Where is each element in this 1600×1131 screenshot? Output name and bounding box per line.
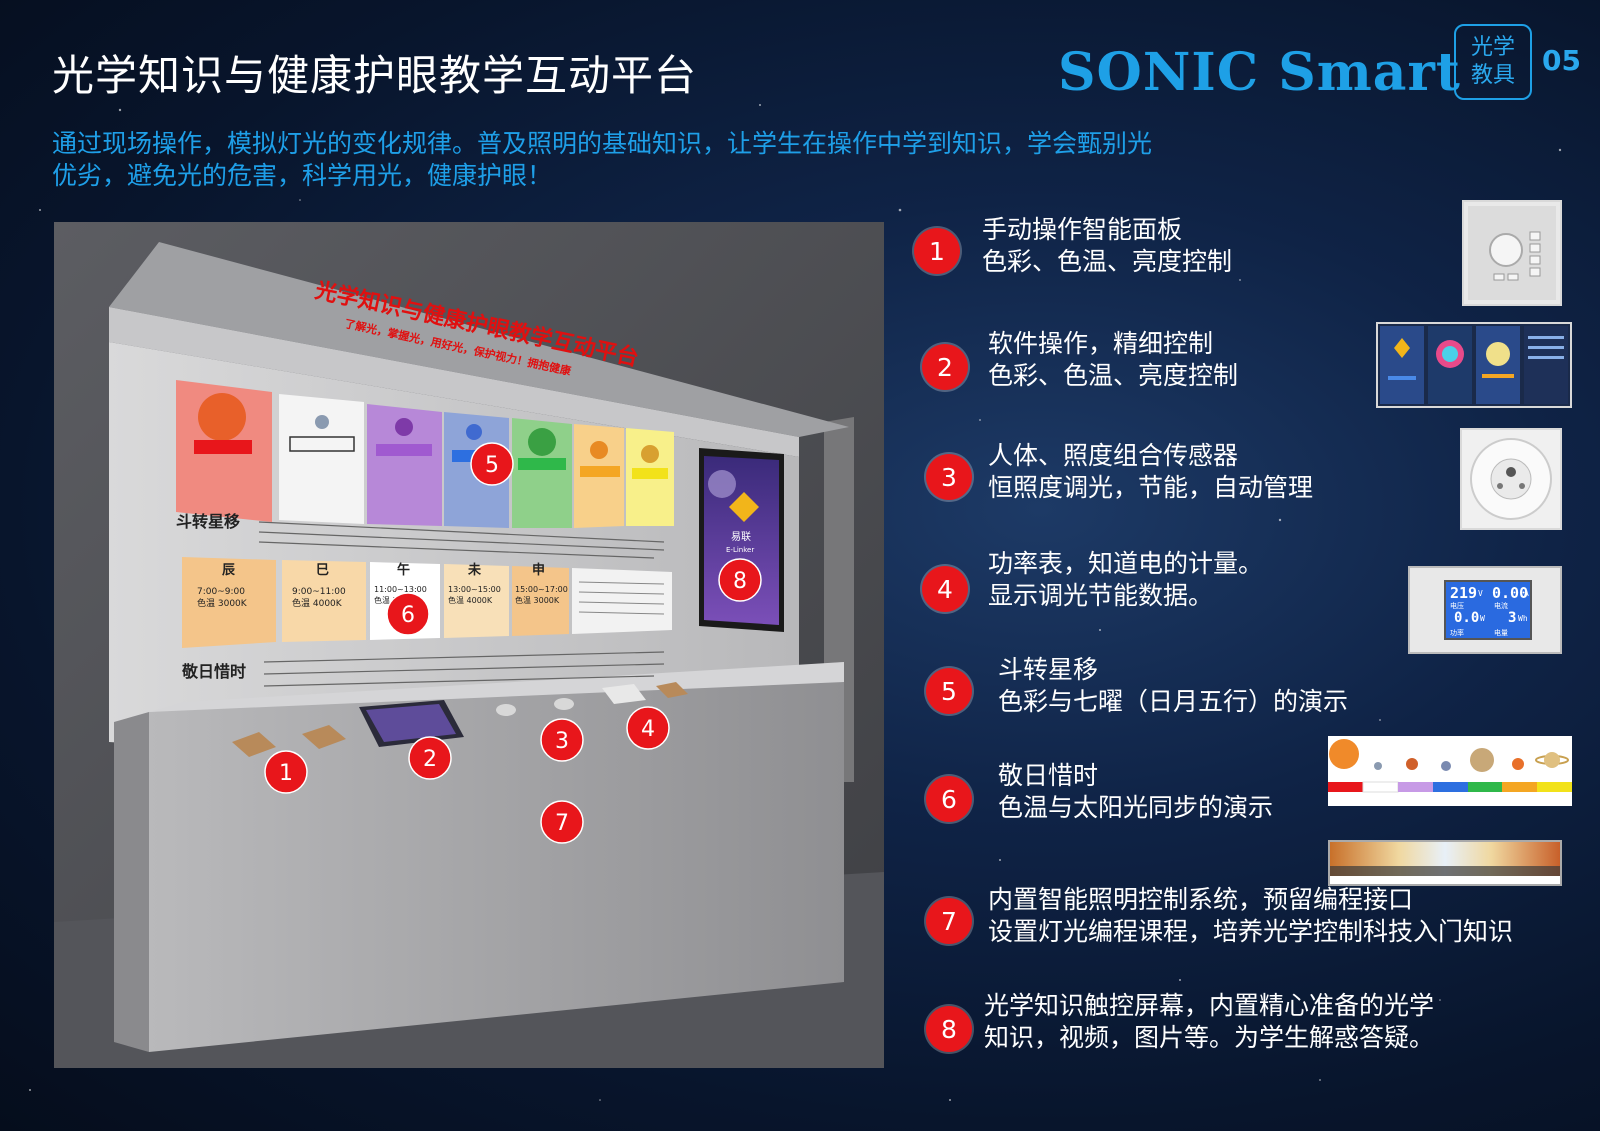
feature-8-line2: 知识，视频，图片等。为学生解惑答疑。 <box>984 1023 1435 1052</box>
time-card-time-4: 15:00~17:00 <box>515 585 568 594</box>
feature-5-line1: 斗转星移 <box>998 655 1099 684</box>
time-card-temp-4: 色温 3000K <box>515 595 560 605</box>
feature-6-text: 敬日惜时 色温与太阳光同步的演示 <box>998 760 1273 824</box>
time-card-temp-1: 色温 4000K <box>292 597 343 609</box>
feature-5-number: 5 <box>926 668 972 714</box>
screen-brand: 易联 <box>731 531 751 543</box>
feature-7-line2: 设置灯光编程课程，培养光学控制科技入门知识 <box>988 917 1514 946</box>
marker-4: 4 <box>641 717 655 742</box>
marker-5: 5 <box>485 453 499 478</box>
smart-panel-thumbnail <box>1462 200 1562 306</box>
feature-4-line1: 功率表，知道电的计量。 <box>988 549 1264 578</box>
exhibit-markers: 1 2 3 4 5 6 7 8 <box>264 442 762 844</box>
time-card-name-1: 巳 <box>316 563 329 578</box>
feature-3-line2: 恒照度调光，节能，自动管理 <box>988 473 1314 502</box>
time-card-name-2: 午 <box>397 562 410 578</box>
meter-power: 0.0 <box>1454 610 1480 626</box>
section-2-title: 敬日惜时 <box>181 662 246 681</box>
feature-3-text: 人体、照度组合传感器 恒照度调光，节能，自动管理 <box>988 440 1313 504</box>
feature-7-text: 内置智能照明控制系统，预留编程接口 设置灯光编程课程，培养光学控制科技入门知识 <box>988 884 1513 948</box>
meter-energy-unit: Wh <box>1518 614 1528 623</box>
marker-3: 3 <box>555 729 569 754</box>
feature-2-number: 2 <box>922 344 968 390</box>
intro-line-2: 优劣，避免光的危害，科学用光，健康护眼！ <box>52 161 553 190</box>
marker-2: 2 <box>423 747 437 772</box>
feature-1-text: 手动操作智能面板 色彩、色温、亮度控制 <box>982 214 1232 278</box>
feature-3-line1: 人体、照度组合传感器 <box>988 441 1239 470</box>
time-card-time-1: 9:00~11:00 <box>292 587 346 597</box>
time-card-temp-0: 色温 3000K <box>197 597 248 609</box>
marker-7: 7 <box>555 811 569 836</box>
intro-line-1: 通过现场操作，模拟灯光的变化规律。普及照明的基础知识，让学生在操作中学到知识，学… <box>52 129 1153 158</box>
feature-1-line2: 色彩、色温、亮度控制 <box>982 247 1233 276</box>
touch-screen: 易联 E-Linker <box>699 448 784 632</box>
feature-4-text: 功率表，知道电的计量。 显示调光节能数据。 <box>988 548 1263 612</box>
intro-text: 通过现场操作，模拟灯光的变化规律。普及照明的基础知识，让学生在操作中学到知识，学… <box>52 128 1252 192</box>
meter-label-energy: 电量 <box>1494 629 1508 637</box>
meter-current-unit: A <box>1524 589 1529 598</box>
time-card-name-4: 申 <box>532 562 545 578</box>
sunlight-sequence-thumbnail <box>1328 840 1562 886</box>
feature-5-line2: 色彩与七曜（日月五行）的演示 <box>998 687 1349 716</box>
marker-6: 6 <box>401 603 415 628</box>
meter-label-current: 电流 <box>1494 602 1508 610</box>
category-badge: 光学 教具 <box>1454 24 1532 100</box>
feature-2-text: 软件操作，精细控制 色彩、色温、亮度控制 <box>988 328 1238 392</box>
time-card-name-3: 未 <box>467 562 482 578</box>
feature-8-text: 光学知识触控屏幕，内置精心准备的光学 知识，视频，图片等。为学生解惑答疑。 <box>984 990 1434 1054</box>
time-card-temp-3: 色温 4000K <box>448 595 493 605</box>
power-meter-display: 219 V 0.00 A 电压 电流 0.0 W 3 Wh 功率 电量 <box>1444 580 1532 640</box>
exhibit-render: 光学知识与健康护眼教学互动平台 了解光，掌握光，用好光，保护视力！拥抱健康 斗转… <box>54 222 884 1068</box>
meter-label-power: 功率 <box>1450 629 1464 637</box>
feature-2-line2: 色彩、色温、亮度控制 <box>988 361 1239 390</box>
meter-power-unit: W <box>1480 614 1485 623</box>
meter-voltage-unit: V <box>1478 589 1483 598</box>
feature-1-line1: 手动操作智能面板 <box>982 215 1183 244</box>
power-meter-thumbnail: 219 V 0.00 A 电压 电流 0.0 W 3 Wh 功率 电量 <box>1408 566 1562 654</box>
feature-3-number: 3 <box>926 454 972 500</box>
meter-voltage: 219 <box>1450 584 1478 602</box>
feature-7-line1: 内置智能照明控制系统，预留编程接口 <box>988 885 1414 914</box>
time-card-name-0: 辰 <box>222 563 236 578</box>
meter-energy: 3 <box>1508 610 1517 626</box>
time-card-time-2: 11:00~13:00 <box>374 585 427 594</box>
meter-current: 0.00 <box>1492 584 1529 602</box>
brand-logo: SONIC Smart <box>1058 42 1461 103</box>
feature-1-number: 1 <box>914 228 960 274</box>
badge-line-2: 教具 <box>1470 63 1515 88</box>
planets-color-bar-thumbnail <box>1328 736 1572 806</box>
page-number: 05 <box>1542 44 1581 77</box>
time-card-time-0: 7:00~9:00 <box>197 587 245 597</box>
app-screens-thumbnail <box>1376 322 1572 408</box>
marker-1: 1 <box>279 761 293 786</box>
feature-6-line2: 色温与太阳光同步的演示 <box>998 793 1274 822</box>
marker-8: 8 <box>733 569 747 594</box>
feature-8-number: 8 <box>926 1006 972 1052</box>
feature-6-line1: 敬日惜时 <box>998 761 1099 790</box>
feature-7-number: 7 <box>926 898 972 944</box>
screen-brand-en: E-Linker <box>726 546 754 554</box>
planet-cards <box>176 380 674 528</box>
feature-8-line1: 光学知识触控屏幕，内置精心准备的光学 <box>984 991 1435 1020</box>
feature-6-number: 6 <box>926 776 972 822</box>
feature-2-line1: 软件操作，精细控制 <box>988 329 1214 358</box>
sensor-thumbnail <box>1460 428 1562 530</box>
feature-4-number: 4 <box>922 566 968 612</box>
time-card-time-3: 13:00~15:00 <box>448 585 501 594</box>
badge-line-1: 光学 <box>1470 35 1515 60</box>
section-1-title: 斗转星移 <box>176 512 240 531</box>
feature-4-line2: 显示调光节能数据。 <box>988 581 1214 610</box>
feature-5-text: 斗转星移 色彩与七曜（日月五行）的演示 <box>998 654 1348 718</box>
meter-label-voltage: 电压 <box>1450 602 1464 610</box>
page-title: 光学知识与健康护眼教学互动平台 <box>52 51 698 100</box>
